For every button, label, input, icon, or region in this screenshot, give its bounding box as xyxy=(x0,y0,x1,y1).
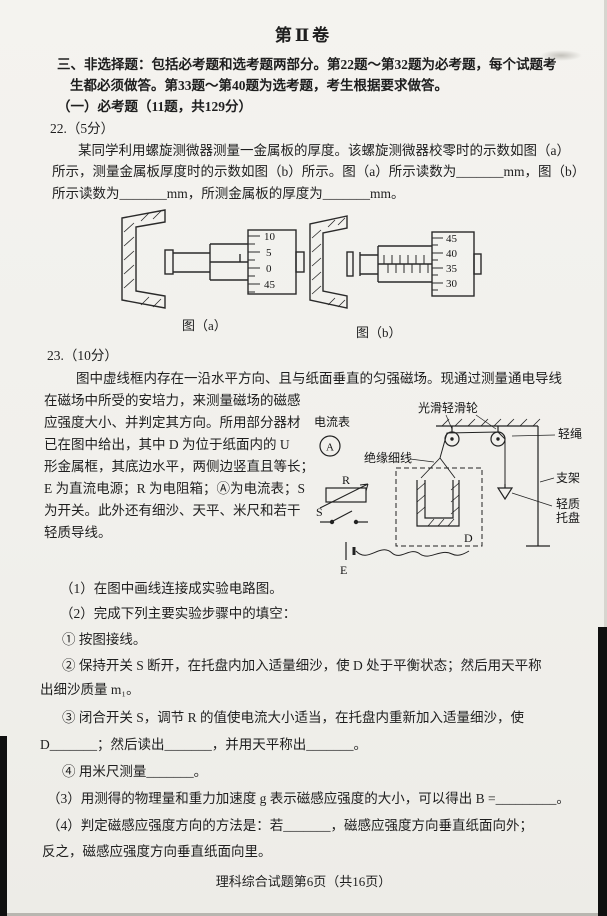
e-label: E xyxy=(340,563,347,577)
scan-artifact-left-bar xyxy=(0,736,7,916)
q23-step4a: （4）判定磁感应强度方向的方法是：若_______，磁感应强度方向垂直纸面向外； xyxy=(47,818,533,833)
q23-line2: 在磁场中所受的安培力，来测量磁场的磁感 xyxy=(44,393,301,408)
ammeter-icon xyxy=(319,435,341,457)
q22-line3: 所示读数为_______mm，所测金属板的厚度为_______mm。 xyxy=(52,186,405,201)
figure-a-caption: 图（a） xyxy=(182,318,227,333)
figure-b-caption: 图（b） xyxy=(356,325,402,340)
scan-artifact-right-edge xyxy=(604,0,607,627)
ammeter-label: 电流表 xyxy=(314,415,350,429)
ammeter-symbol: A xyxy=(326,442,334,454)
micrometer-figure-a: 10 5 0 45 xyxy=(121,209,305,309)
thimble-tick-5: 5 xyxy=(266,247,272,259)
scan-artifact-bottom-edge xyxy=(7,913,598,916)
pulley-label: 光滑轻滑轮 xyxy=(418,401,478,415)
thimble-tick-10: 10 xyxy=(264,231,276,243)
scan-artifact-right-bar xyxy=(598,627,607,916)
q23-line1: 图中虚线框内存在一沿水平方向、且与纸面垂直的匀强磁场。现通过测量通电导线 xyxy=(76,371,562,386)
section-intro-line2: 生都必须做答。第33题～第40题为选考题，考生根据要求做答。 xyxy=(70,78,448,93)
resistor-arrow xyxy=(319,483,369,509)
thimble-tick-35: 35 xyxy=(446,263,458,275)
q23-line4: 已在图中给出，其中 D 为位于纸面内的 U xyxy=(44,437,290,452)
ratchet xyxy=(295,251,305,273)
tray-label-line1: 轻质 xyxy=(556,497,580,511)
q23-line7: 为开关。此外还有细沙、天平、米尺和若干 xyxy=(44,503,301,518)
frame-hatching xyxy=(123,210,162,308)
u-frame-inner xyxy=(424,480,454,519)
flexible-wire xyxy=(355,549,470,557)
q23-step1: （1）在图中画线连接成实验电路图。 xyxy=(60,581,283,596)
thimble-tick-40: 40 xyxy=(446,248,458,260)
d-label: D xyxy=(464,531,473,545)
resistance-box-icon xyxy=(325,487,367,503)
frame-hatching xyxy=(311,217,346,308)
q22-line2: 所示，测量金属板厚度时的示数如图（b）所示。图（a）所示读数为_______mm… xyxy=(52,164,586,179)
s-label: S xyxy=(316,505,323,519)
label-pointers xyxy=(409,414,556,507)
section-intro-line3: （一）必考题（11题，共129分） xyxy=(57,99,253,114)
scan-artifact-smudge xyxy=(540,50,582,61)
section-intro-line1: 三、非选择题：包括必考题和选考题两部分。第22题～第32题为必考题，每个试题考 xyxy=(57,57,557,72)
thimble-tick-45: 45 xyxy=(446,233,458,245)
page-title: 第Ⅱ卷 xyxy=(274,26,333,45)
q23-line3: 应强度大小、并判定其方向。所用部分器材 xyxy=(44,415,301,430)
ceiling-hatching xyxy=(441,418,541,427)
micrometer-figure-b: 45 40 35 30 xyxy=(309,215,482,309)
thimble-tick-30: 30 xyxy=(446,278,458,290)
micrometer-frame xyxy=(309,215,348,309)
rope-label: 轻绳 xyxy=(558,427,582,441)
tray-label-line2: 托盘 xyxy=(556,510,580,525)
q23-step2-1: ① 按图接线。 xyxy=(62,632,147,647)
anvil xyxy=(346,251,354,277)
u-frame-hatching xyxy=(416,482,460,527)
thread-label: 绝缘细线 xyxy=(364,450,412,465)
rope xyxy=(439,431,506,484)
q23-heading: 23.（10分） xyxy=(47,348,118,363)
micrometer-frame xyxy=(121,209,166,309)
stand-label: 支架 xyxy=(556,471,580,485)
main-scale-ticks xyxy=(383,255,429,273)
q22-line1: 某同学利用螺旋测微器测量一金属板的厚度。该螺旋测微器校零时的示数如图（a） xyxy=(78,143,570,158)
r-label: R xyxy=(342,473,350,487)
q23-step2-3b: D_______；然后读出_______，并用天平称出_______。 xyxy=(40,737,367,752)
q23-step2-4: ④ 用米尺测量_______。 xyxy=(62,764,208,779)
magnetic-field-dashed-box xyxy=(395,467,483,547)
thimble-tick-45: 45 xyxy=(264,279,276,291)
switch-lever xyxy=(332,510,353,522)
q23-step2-2a: ② 保持开关 S 断开，在托盘内加入适量细沙，使 D 处于平衡状态；然后用天平称 xyxy=(62,658,542,673)
ratchet xyxy=(473,253,482,275)
thimble-tick-0: 0 xyxy=(266,263,272,275)
page-footer: 理科综合试题第6页（共16页） xyxy=(215,874,392,889)
experiment-diagram: 电流表 A 光滑轻滑轮 轻绳 绝缘细线 支架 轻质 托盘 R S E D xyxy=(314,401,582,577)
q23-line6: E 为直流电源；R 为电阻箱；Ⓐ为电流表；S xyxy=(44,481,306,496)
q23-step2: （2）完成下列主要实验步骤中的填空： xyxy=(60,606,297,621)
q23-step2-2b: 出细沙质量 m₁。 xyxy=(40,682,140,697)
q22-heading: 22.（5分） xyxy=(50,121,115,136)
q23-line8: 轻质导线。 xyxy=(44,525,112,540)
q23-step4b: 反之，磁感应强度方向垂直纸面向里。 xyxy=(42,844,272,859)
anvil xyxy=(164,249,174,275)
tray-icon xyxy=(496,487,514,501)
q23-step3: （3）用测得的物理量和重力加速度 g 表示磁感应强度的大小，可以得出 B =__… xyxy=(47,791,570,806)
q23-line5: 形金属框，其底边水平，两侧边竖直且等长； xyxy=(44,459,314,474)
q23-step2-3a: ③ 闭合开关 S，调节 R 的值使电流大小适当，在托盘内重新加入适量细沙，使 xyxy=(62,710,525,725)
